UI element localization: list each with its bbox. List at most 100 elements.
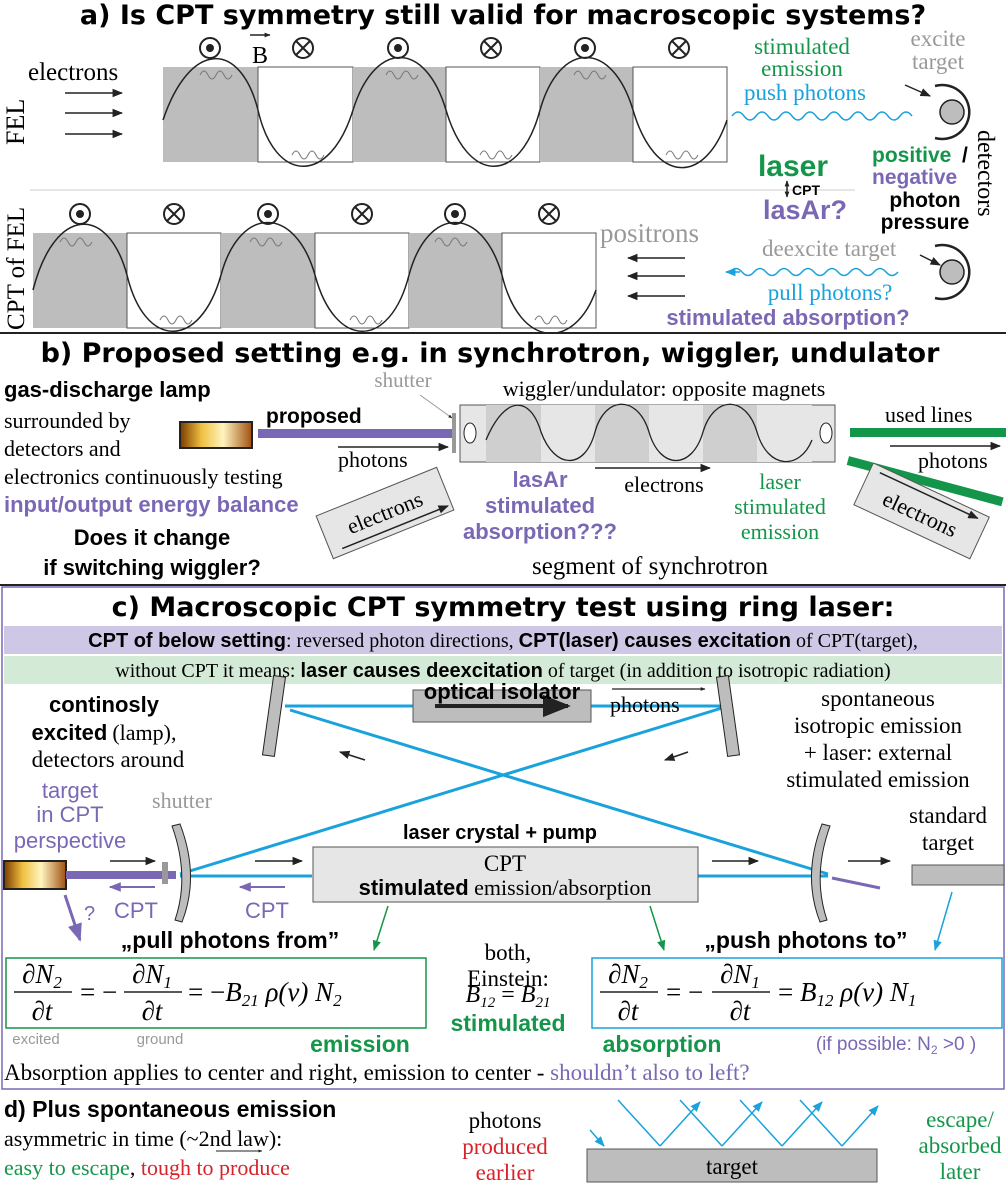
d-photons-label: photons [469,1108,542,1133]
electrons-label: electrons [28,59,118,86]
photons-b-label: photons [338,447,408,472]
section-a-title: a) Is CPT symmetry still valid for macro… [80,0,926,31]
proposed-beam [258,429,452,438]
segment-label: segment of synchrotron [532,553,769,580]
d-target-label: target [706,1154,759,1179]
lamp-c [3,860,67,890]
laser-label: laser [758,150,828,183]
d-target-rays [589,1099,879,1147]
svg-text:∂t: ∂t [142,996,164,1026]
electron-arrows [65,88,124,139]
photons-right-label: photons [918,448,988,473]
gas-lamp-label: gas-discharge lamp [4,377,211,402]
target-bottom [919,243,971,301]
mirror-bottom-left [171,823,192,923]
photons-c-label: photons [610,692,680,717]
surrounded-line-2: detectors and [4,436,121,461]
svg-text:= −B21 ρ(ν) N2: = −B21 ρ(ν) N2 [188,977,342,1010]
surrounded-line-3: electronics continuously testing [4,464,283,489]
continously-label-2: excited(lamp), [32,720,177,745]
svg-text:∂t: ∂t [730,996,752,1026]
lasar-b-3: absorption??? [463,519,617,544]
stimulated-c-label: stimulated [450,1010,565,1036]
excite-target-label-1: excite [911,26,966,51]
standard-target-1: standard [909,803,987,828]
target-cpt-1: target [42,778,98,803]
cpt-of-fel-label: CPT of FEL [3,207,30,330]
excited-label: excited [12,1031,60,1048]
electrons-center-label: electrons [624,472,703,497]
used-lines-label: used lines [885,402,972,427]
d-produced-label: produced [462,1134,548,1159]
shutter-b [452,413,456,453]
deexcite-target-label: deexcite target [762,236,897,261]
spontaneous-1: spontaneous [821,686,935,711]
band-green [4,656,1002,684]
d-escape-1: escape/ [926,1107,994,1132]
optical-isolator-label: optical isolator [424,679,581,704]
laser-b-3: emission [741,519,819,544]
laser-crystal-label: laser crystal + pump [403,822,597,844]
spontaneous-4: stimulated emission [786,767,970,792]
crystal-cpt-label: CPT [484,851,526,876]
if-possible-label: (if possible: N2 >0 ) [816,1034,976,1057]
wiggler-label: wiggler/undulator: opposite magnets [503,376,826,401]
shutter-c [162,862,168,884]
standard-target-2: target [922,830,975,855]
spontaneous-3: + laser: external [804,740,952,765]
wiggler-box [459,403,836,463]
shutter-b-label: shutter [374,368,431,392]
field-symbols-bottom [69,203,560,225]
d-line-1: asymmetric in time (~2nd law): [4,1126,282,1151]
absorption-label: absorption [603,1031,722,1057]
laser-crystal [312,846,699,903]
svg-text:= B12 ρ(ν) N1: = B12 ρ(ν) N1 [778,977,916,1010]
pull-photons-wave [729,267,899,277]
spontaneous-2: isotropic emission [794,713,963,738]
svg-text:∂t: ∂t [618,996,640,1026]
ground-label: ground [137,1031,184,1048]
positrons-label: positrons [600,218,699,248]
band-2-text: without CPT it means: laser causes deexc… [115,660,890,682]
cpt-right-label: CPT [245,898,289,923]
push-photons-label: push photons [744,80,866,105]
lasar-b-2: stimulated [485,493,595,518]
photon-label: photon [889,189,960,212]
band-1-text: CPT of below setting: reversed photon di… [88,630,918,652]
svg-text:∂t: ∂t [32,996,54,1026]
target-cpt-2: in CPT [36,802,103,827]
target-top [904,83,971,141]
mirror-top-right [715,674,741,758]
laser-b-1: laser [759,469,801,494]
used-line-1 [850,428,1006,437]
laser-b-2: stimulated [734,494,826,519]
mirror-top-left [261,674,287,758]
fel-label: FEL [1,99,30,145]
stimulated-absorption-label: stimulated absorption? [666,305,909,330]
svg-text:= −: = − [80,977,117,1007]
optical-isolator [412,689,592,723]
mirror-bottom-right [810,823,831,923]
stimulated-emission-label-1: stimulated [754,34,850,59]
cpt-small-label: CPT [792,182,820,198]
detectors-around-label: detectors around [32,747,185,772]
d-earlier-label: earlier [476,1160,535,1184]
band-purple [4,626,1002,654]
question-line-1: Does it change [74,525,230,550]
positron-arrows [626,253,685,301]
equation-right-box [591,957,1003,1029]
svg-text:∂N2: ∂N2 [608,959,648,992]
push-to-label: „push photons to” [704,927,907,953]
both-label-1: both, [485,940,532,965]
question-mark: ? [84,903,95,925]
emission-label: emission [310,1031,410,1057]
shutter-c-label: shutter [152,788,213,813]
proposed-label: proposed [266,405,362,428]
crystal-stim-label: stimulated emission/absorption [359,875,652,900]
target-cpt-3: perspective [14,828,127,853]
excite-target-label-2: target [912,49,965,74]
lasar-b-1: lasAr [512,467,567,492]
negative-label: negative [872,166,957,189]
d-line-2: easy to escape, tough to produce [4,1155,290,1180]
